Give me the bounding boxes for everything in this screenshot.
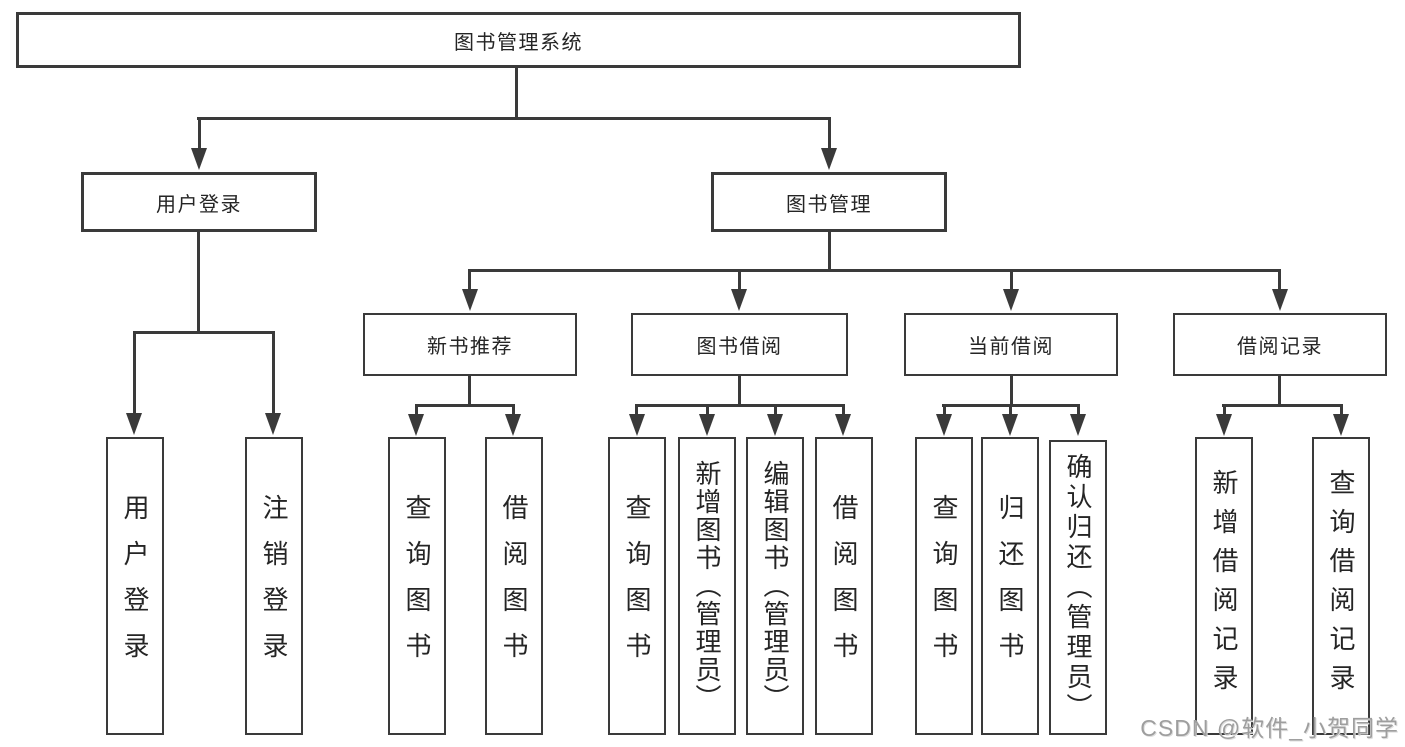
arrowhead-icon xyxy=(265,413,281,435)
connector xyxy=(738,376,741,406)
arrowhead-icon xyxy=(821,148,837,170)
connector xyxy=(1278,376,1281,406)
connector xyxy=(512,404,515,418)
arrowhead-icon xyxy=(1070,414,1086,436)
leaf-current-query-book: 查询图书 xyxy=(915,437,973,735)
node-book-management: 图书管理 xyxy=(711,172,947,232)
node-label: 查询图书 xyxy=(402,494,432,678)
connector xyxy=(1222,404,1342,407)
node-label: 图书管理系统 xyxy=(454,31,583,54)
connector xyxy=(774,404,777,418)
leaf-current-return-book: 归还图书 xyxy=(981,437,1039,735)
node-label: 新增图书（管理员） xyxy=(692,460,722,712)
leaf-borrow-query-book: 查询图书 xyxy=(608,437,666,735)
arrowhead-icon xyxy=(1216,414,1232,436)
connector xyxy=(738,269,741,293)
arrowhead-icon xyxy=(1333,414,1349,436)
node-label: 用户登录 xyxy=(156,193,242,216)
node-new-book-recommendation: 新书推荐 xyxy=(363,313,577,376)
leaf-records-add-record: 新增借阅记录 xyxy=(1195,437,1253,735)
node-label: 查询借阅记录 xyxy=(1326,469,1356,703)
arrowhead-icon xyxy=(462,289,478,311)
connector xyxy=(1223,404,1226,418)
node-label: 归还图书 xyxy=(995,494,1025,678)
node-root-system: 图书管理系统 xyxy=(16,12,1021,68)
node-current-borrowing: 当前借阅 xyxy=(904,313,1118,376)
arrowhead-icon xyxy=(936,414,952,436)
arrowhead-icon xyxy=(1002,414,1018,436)
connector xyxy=(706,404,709,418)
node-label: 图书借阅 xyxy=(696,336,783,358)
leaf-borrow-edit-book-admin: 编辑图书（管理员） xyxy=(746,437,804,735)
connector xyxy=(1010,269,1013,293)
node-label: 新增借阅记录 xyxy=(1209,469,1239,703)
node-book-borrowing: 图书借阅 xyxy=(631,313,848,376)
arrowhead-icon xyxy=(629,414,645,436)
node-user-login: 用户登录 xyxy=(81,172,317,232)
node-label: 编辑图书（管理员） xyxy=(760,460,790,712)
arrowhead-icon xyxy=(505,414,521,436)
arrowhead-icon xyxy=(408,414,424,436)
arrowhead-icon xyxy=(191,148,207,170)
node-label: 确认归还（管理员） xyxy=(1063,452,1093,723)
watermark: CSDN @软件_小贺同学 xyxy=(1140,715,1399,741)
connector xyxy=(1077,404,1080,418)
node-label: 查询图书 xyxy=(929,494,959,678)
node-borrowing-records: 借阅记录 xyxy=(1173,313,1387,376)
connector xyxy=(1010,376,1013,406)
connector xyxy=(635,404,638,418)
connector xyxy=(272,331,275,415)
connector xyxy=(1009,404,1012,418)
node-label: 当前借阅 xyxy=(968,336,1054,358)
arrowhead-icon xyxy=(731,289,747,311)
node-label: 图书管理 xyxy=(786,193,872,216)
connector xyxy=(415,404,515,407)
leaf-borrow-borrow-book: 借阅图书 xyxy=(815,437,873,735)
connector xyxy=(828,232,831,272)
node-label: 新书推荐 xyxy=(427,336,513,358)
connector xyxy=(828,117,831,150)
node-label: 查询图书 xyxy=(622,494,652,678)
leaf-borrow-add-book-admin: 新增图书（管理员） xyxy=(678,437,736,735)
connector xyxy=(133,331,275,334)
connector xyxy=(415,404,418,418)
connector xyxy=(842,404,845,418)
arrowhead-icon xyxy=(767,414,783,436)
arrowhead-icon xyxy=(1272,289,1288,311)
leaf-recommend-borrow-book: 借阅图书 xyxy=(485,437,543,735)
connector xyxy=(133,331,136,415)
node-label: 借阅图书 xyxy=(499,494,529,678)
arrowhead-icon xyxy=(699,414,715,436)
connector xyxy=(468,376,471,406)
connector xyxy=(635,404,844,407)
node-label: 借阅记录 xyxy=(1237,336,1323,358)
connector xyxy=(197,232,200,333)
node-label: 借阅图书 xyxy=(829,494,859,678)
leaf-records-query-record: 查询借阅记录 xyxy=(1312,437,1370,735)
leaf-current-confirm-return-admin: 确认归还（管理员） xyxy=(1049,440,1107,735)
arrowhead-icon xyxy=(835,414,851,436)
leaf-user-login: 用户登录 xyxy=(106,437,164,735)
arrowhead-icon xyxy=(126,413,142,435)
connector xyxy=(468,269,471,293)
leaf-logout: 注销登录 xyxy=(245,437,303,735)
connector xyxy=(1340,404,1343,418)
arrowhead-icon xyxy=(1003,289,1019,311)
connector xyxy=(468,269,1281,272)
connector xyxy=(1278,269,1281,293)
leaf-recommend-query-book: 查询图书 xyxy=(388,437,446,735)
connector xyxy=(515,68,518,118)
node-label: 注销登录 xyxy=(259,494,289,678)
node-label: 用户登录 xyxy=(120,494,150,678)
connector xyxy=(943,404,946,418)
connector xyxy=(197,117,831,120)
connector xyxy=(198,117,201,150)
